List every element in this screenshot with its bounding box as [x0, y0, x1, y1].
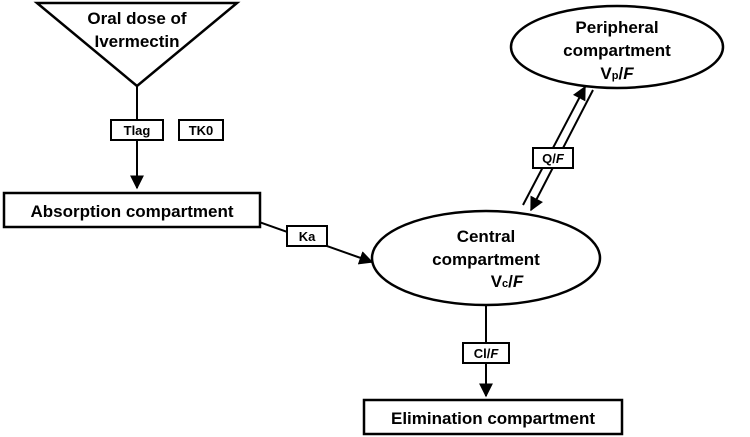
central-vol-f: F — [513, 272, 524, 291]
oral-dose-line1: Oral dose of — [87, 9, 187, 28]
tlag-label: Tlag — [124, 123, 151, 138]
peripheral-vol-slash: / — [618, 64, 623, 83]
elimination-compartment-node: Elimination compartment — [362, 398, 624, 436]
central-volume: Vc/F — [491, 272, 524, 291]
peripheral-vol-sub: p — [612, 70, 619, 82]
tlag-rate-box: Tlag — [110, 119, 164, 141]
cl-f: F — [490, 346, 499, 361]
oral-dose-line2: Ivermectin — [94, 32, 179, 51]
central-compartment-node: Central compartment Vc/F — [370, 209, 602, 307]
central-to-peripheral-arrow — [522, 85, 586, 206]
ka-label: Ka — [299, 229, 316, 244]
peripheral-line2: compartment — [563, 41, 671, 60]
peripheral-volume: Vp/F — [600, 64, 634, 83]
central-line2: compartment — [432, 250, 540, 269]
absorption-compartment-node: Absorption compartment — [2, 191, 262, 229]
oral-dose-node: Oral dose of Ivermectin — [33, 1, 241, 88]
peripheral-compartment-node: Peripheral compartment Vp/F — [509, 4, 725, 90]
q-main: Q/ — [542, 151, 556, 166]
cl-f-rate-box: Cl/F — [462, 342, 510, 364]
central-vol-slash: / — [508, 272, 513, 291]
tk0-rate-box: TK0 — [178, 119, 224, 141]
cl-main: Cl/ — [474, 346, 491, 361]
central-vol-main: V — [491, 272, 503, 291]
central-line1: Central — [457, 227, 516, 246]
peripheral-line1: Peripheral — [575, 18, 658, 37]
absorption-label: Absorption compartment — [30, 202, 233, 221]
tk0-label: TK0 — [189, 123, 214, 138]
cl-f-label: Cl/F — [474, 346, 500, 361]
q-f: F — [556, 151, 565, 166]
peripheral-vol-f: F — [623, 64, 634, 83]
peripheral-vol-main: V — [600, 64, 612, 83]
q-f-rate-box: Q/F — [532, 147, 574, 169]
elimination-label: Elimination compartment — [391, 409, 595, 428]
ka-rate-box: Ka — [286, 225, 328, 247]
q-f-label: Q/F — [542, 151, 565, 166]
central-vol-sub: c — [502, 278, 508, 290]
